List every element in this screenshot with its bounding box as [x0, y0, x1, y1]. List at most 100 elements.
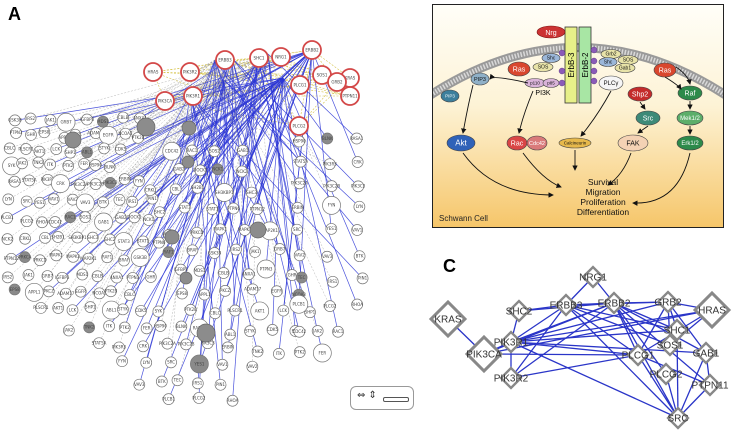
network-node[interactable]: CDC42 [162, 141, 182, 161]
network-node[interactable]: NCK1 [142, 214, 155, 226]
network-node[interactable]: SH3KBP1 [214, 183, 234, 202]
node-plcg1[interactable]: PLCG1 [622, 343, 655, 367]
network-node[interactable]: STAT5A [22, 174, 37, 187]
network-node[interactable]: CBL [39, 231, 51, 244]
network-node[interactable]: STAT3 [179, 201, 192, 214]
network-node[interactable]: TEC [113, 193, 126, 206]
network-node[interactable]: CDC42 [48, 216, 62, 228]
network-node[interactable]: PTPN12 [250, 203, 266, 215]
network-node[interactable]: PTPN6 [153, 236, 166, 249]
network-node[interactable]: ABL1 [81, 146, 93, 159]
network-node[interactable]: CBLC [209, 307, 221, 320]
network-node[interactable]: CBLC [3, 142, 16, 155]
top-node-erbb2[interactable]: ERBB3 [215, 50, 235, 70]
network-node[interactable] [179, 271, 193, 285]
network-node[interactable]: MAPK3 [66, 250, 80, 263]
zoom-slider-icon[interactable] [383, 397, 409, 402]
network-node[interactable]: ITK [103, 320, 115, 332]
network-node[interactable]: SHC2 [104, 233, 116, 246]
network-node[interactable]: GRB7 [56, 112, 76, 132]
network-node[interactable]: IRS1 [191, 377, 204, 390]
network-node[interactable]: SHP1 [64, 146, 77, 159]
node-nrg1[interactable]: NRG1 [579, 265, 607, 289]
network-node[interactable]: JAK1 [249, 246, 261, 258]
network-node[interactable]: RASA1 [8, 175, 22, 188]
network-node[interactable]: MAPK1 [213, 223, 228, 236]
network-node[interactable]: NCK1 [211, 163, 224, 176]
top-node-nrg1[interactable]: NRG1 [271, 47, 291, 67]
network-node[interactable]: MDS1 [97, 115, 109, 128]
network-node[interactable]: TNK2 [32, 156, 45, 169]
network-node[interactable]: PTK2 [62, 160, 75, 172]
network-node[interactable]: SH2B1 [191, 181, 205, 194]
network-node[interactable]: GAB2 [173, 163, 185, 175]
network-node[interactable]: CDK5 [135, 305, 147, 317]
network-node[interactable]: SHC2 [153, 206, 166, 219]
network-node[interactable]: STAT5A [293, 155, 308, 168]
network-node[interactable]: SH2B1 [51, 231, 65, 243]
network-node[interactable]: SHP1 [304, 306, 316, 319]
network-node[interactable]: PTPN6 [227, 202, 240, 215]
network-node[interactable]: LYN [140, 356, 153, 369]
network-node[interactable]: LCK [66, 304, 79, 317]
node-hras[interactable]: HRAS [692, 290, 732, 330]
network-node[interactable]: PKCZ [219, 285, 231, 297]
network-node[interactable]: PIK3C2B [87, 178, 104, 191]
network-node[interactable]: CDK5 [266, 324, 278, 336]
network-node[interactable]: PRKCD [190, 226, 204, 239]
network-node[interactable]: STAT1 [137, 235, 150, 248]
network-node[interactable] [136, 117, 156, 137]
network-node[interactable]: JAK2 [311, 325, 324, 337]
network-node[interactable]: PLSCR1 [33, 302, 49, 314]
network-node[interactable]: NCOA3 [92, 287, 107, 300]
network-node[interactable]: CDK5 [114, 143, 127, 156]
network-node[interactable]: CRK [137, 340, 149, 353]
network-node[interactable]: EGFR [74, 285, 87, 298]
node-grb2[interactable]: GRB2 [654, 290, 682, 314]
network-node[interactable]: RHOA [351, 298, 363, 311]
network-node[interactable]: MAPK1 [49, 249, 64, 262]
network-node[interactable]: RAC1 [332, 325, 344, 338]
network-node[interactable]: PLSCR1 [18, 143, 34, 155]
network-node[interactable]: VAV1 [216, 358, 229, 371]
network-node[interactable]: HSP90 [89, 159, 103, 171]
network-node[interactable]: MDS1 [193, 264, 206, 277]
network-node[interactable]: PIK3R3 [323, 158, 338, 171]
network-node[interactable]: EPS8 [8, 283, 21, 296]
network-node[interactable]: ITK [273, 348, 285, 360]
network-node[interactable]: VAV2 [246, 360, 259, 373]
network-node[interactable]: BTK [353, 250, 366, 263]
node-ptpn11[interactable]: PTPN11 [691, 373, 729, 397]
network-node[interactable]: GAB1 [94, 212, 113, 232]
network-node[interactable]: PLCB1 [289, 294, 309, 314]
network-node[interactable]: CBLB [117, 111, 129, 124]
network-node[interactable]: PLCG2 [20, 215, 34, 228]
network-node[interactable]: GSK3B [130, 248, 150, 267]
network-node[interactable]: LCK [50, 143, 63, 155]
network-node[interactable]: PIK3R3 [112, 341, 127, 354]
node-pik3r2[interactable]: PIK3R2 [494, 366, 529, 390]
network-node[interactable]: STAT3 [114, 232, 134, 251]
network-node[interactable]: BRAF [118, 254, 130, 267]
network-node[interactable]: HSP90 [293, 135, 307, 148]
network-node[interactable]: IRS2 [230, 243, 242, 256]
network-node[interactable]: BRAF [186, 244, 198, 257]
network-node[interactable]: STYK [98, 142, 110, 155]
network-node[interactable]: ADAM17 [244, 283, 262, 296]
network-node[interactable]: VAV2 [293, 249, 306, 262]
network-node[interactable]: ERBIN [222, 341, 234, 354]
network-node[interactable]: RAC1 [186, 144, 198, 157]
network-node[interactable]: FER [140, 322, 153, 335]
network-node[interactable]: APPL1 [198, 288, 211, 301]
network-node[interactable]: SRC [20, 195, 33, 208]
network-node[interactable]: PIK3C3 [103, 176, 118, 189]
node-erbb3[interactable]: ERBB3 [550, 293, 583, 317]
network-node[interactable] [196, 323, 216, 343]
network-node[interactable]: RHOA [226, 394, 239, 407]
network-node[interactable] [164, 229, 180, 245]
network-node[interactable]: AKT1 [250, 301, 270, 321]
network-node[interactable]: SRC [291, 223, 303, 236]
network-node[interactable]: IRS2 [1, 271, 14, 284]
network-node[interactable]: PLCG2 [323, 300, 337, 312]
network-node[interactable]: IRS2 [24, 112, 37, 125]
